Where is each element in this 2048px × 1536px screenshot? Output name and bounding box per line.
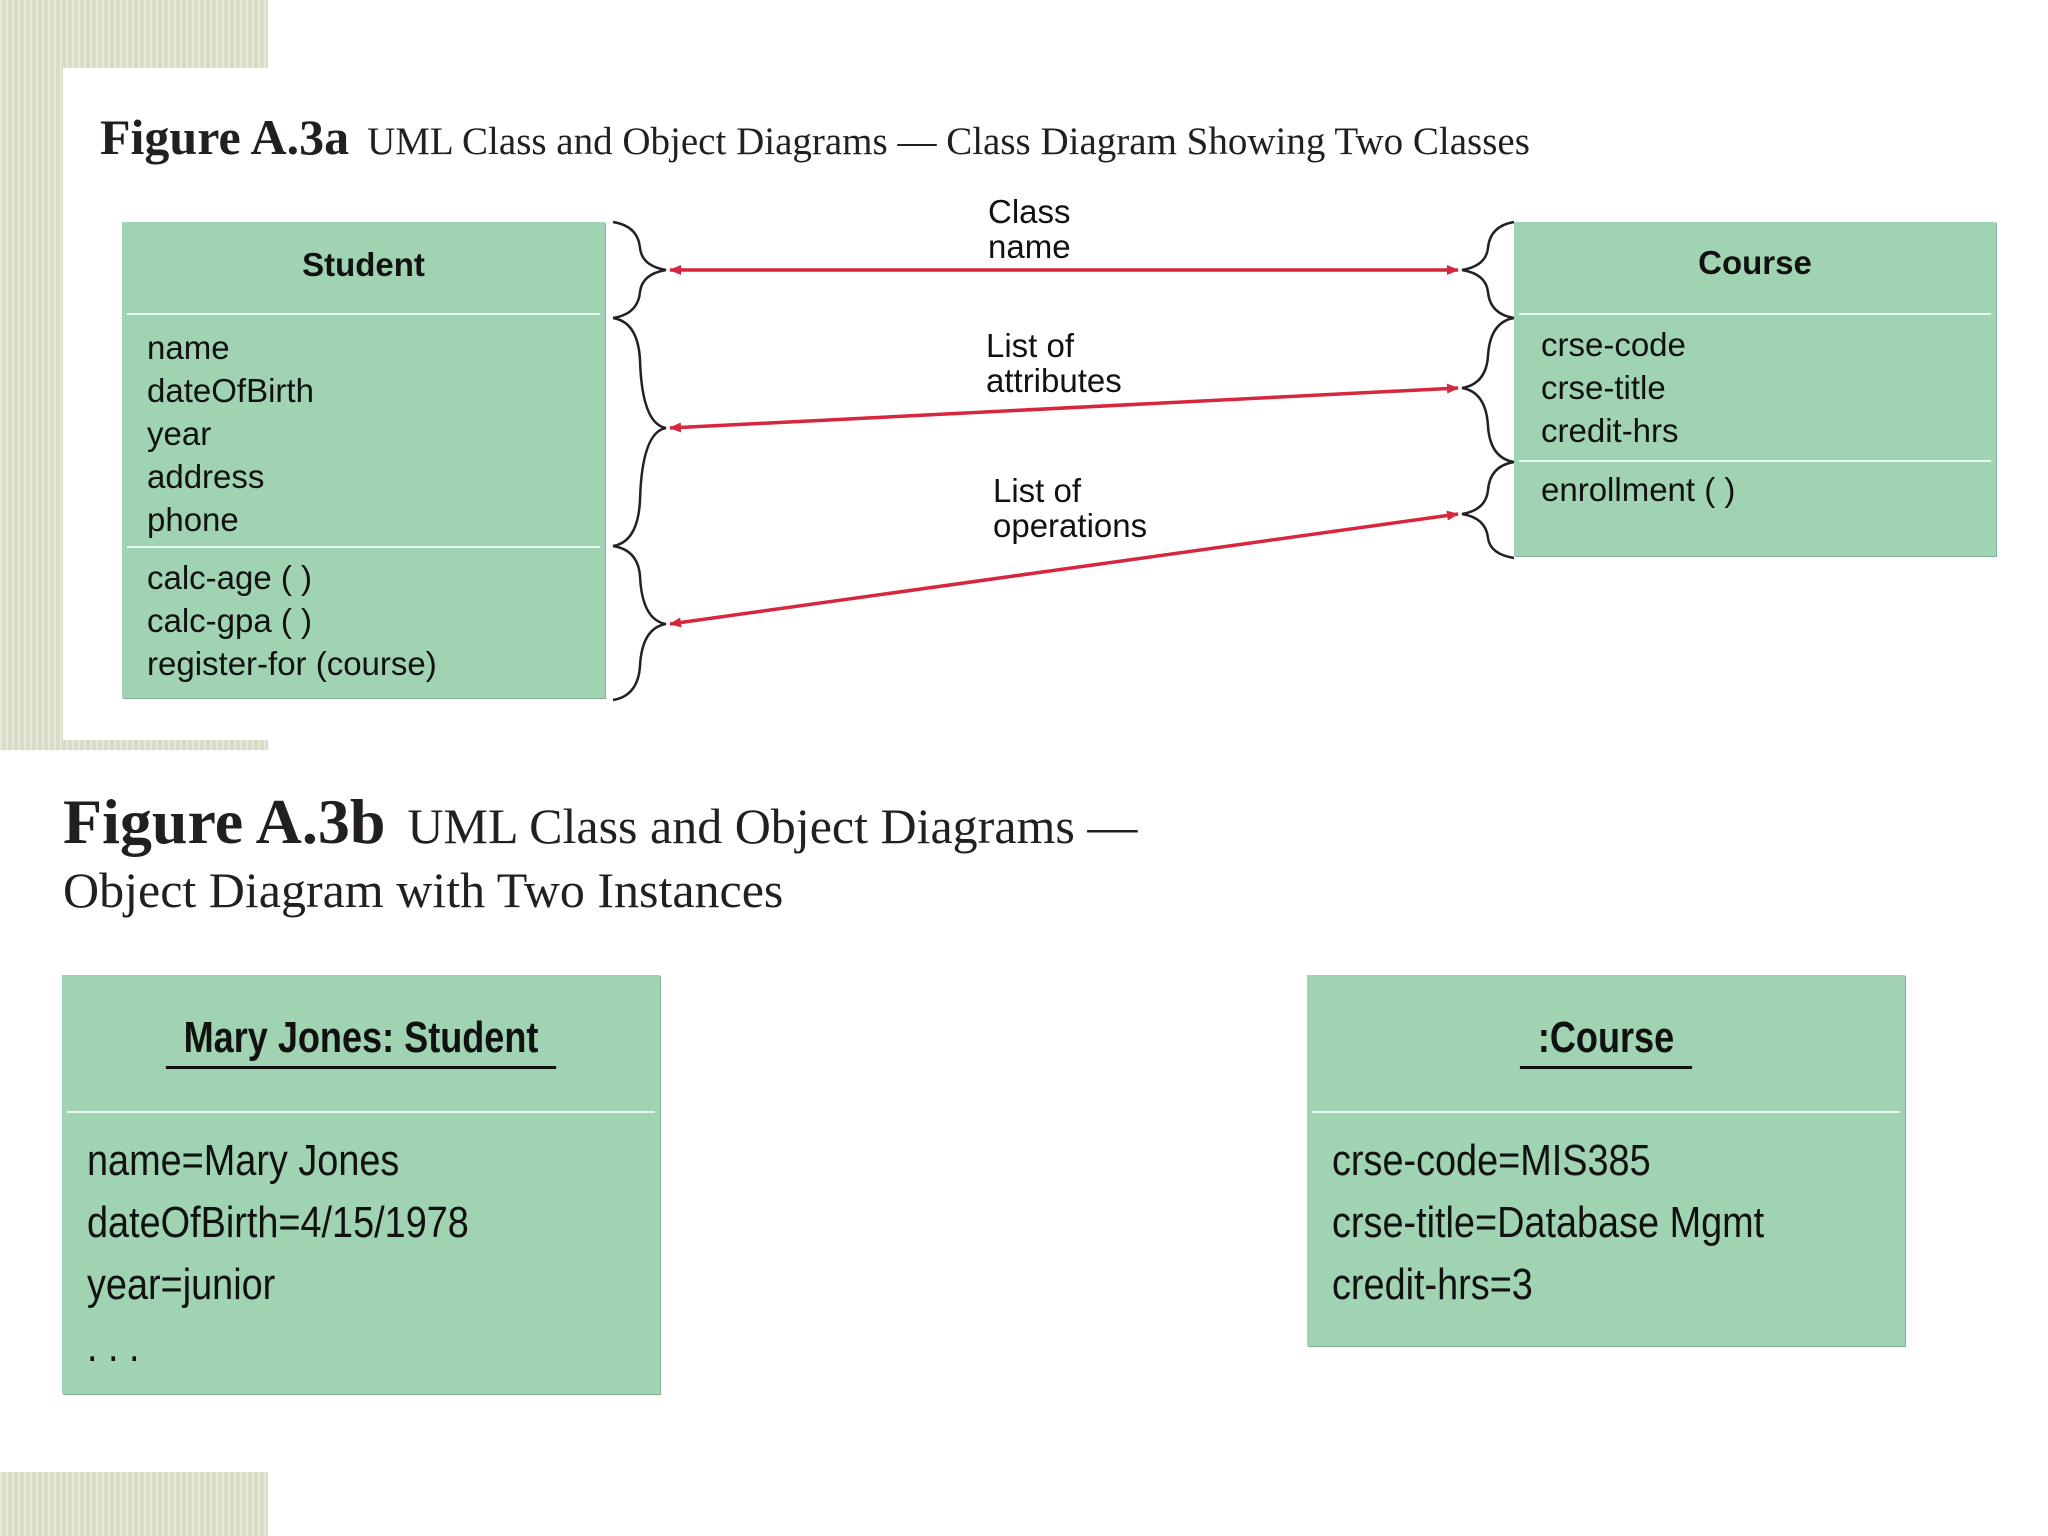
figure-b-caption-line2: Object Diagram with Two Instances (63, 862, 784, 918)
figure-b-number: Figure A.3b (63, 786, 386, 857)
course-object-name: :Course (1361, 1013, 1851, 1069)
course-object-value: crse-title=Database Mgmt (1332, 1198, 1765, 1247)
course-object-name-text: :Course (1519, 1013, 1693, 1069)
attributes-arrow (669, 383, 1459, 433)
course-attributes-divider (1519, 460, 1991, 462)
operations-arrow (669, 510, 1459, 628)
left-stripe-top (0, 0, 268, 68)
figure-a-caption: UML Class and Object Diagrams — Class Di… (367, 120, 1530, 163)
student-object-divider (67, 1111, 655, 1113)
student-attribute-list: name dateOfBirth year address phone (147, 326, 314, 541)
student-name-divider (127, 313, 600, 315)
arrows (669, 265, 1459, 628)
student-attribute: phone (147, 501, 239, 538)
class-name-label-line: name (988, 228, 1071, 265)
course-object-value: crse-code=MIS385 (1332, 1136, 1651, 1185)
student-operation: calc-age ( ) (147, 559, 313, 596)
student-attribute: name (147, 329, 230, 366)
course-object-values: crse-code=MIS385 crse-title=Database Mgm… (1332, 1130, 1764, 1316)
class-name-label: Class name (988, 194, 1071, 264)
student-class-box: Student name dateOfBirth year address ph… (122, 222, 605, 698)
figure-a-number: Figure A.3a (100, 109, 350, 165)
class-name-label-line: Class (988, 193, 1071, 230)
course-class-name: Course (1698, 244, 1812, 281)
course-object-value: credit-hrs=3 (1332, 1260, 1533, 1309)
course-attribute: crse-title (1541, 369, 1666, 406)
student-object-value: . . . (87, 1322, 140, 1371)
figure-a-title: Figure A.3a UML Class and Object Diagrams… (100, 108, 1530, 166)
student-object-box: Mary Jones: Student name=Mary Jones date… (62, 975, 660, 1394)
student-object-name: Mary Jones: Student (116, 1013, 606, 1069)
course-attribute: credit-hrs (1541, 412, 1679, 449)
student-object-name-text: Mary Jones: Student (165, 1013, 557, 1069)
student-object-value: name=Mary Jones (87, 1136, 400, 1185)
student-operation: register-for (course) (147, 645, 437, 682)
operations-label-line: List of (993, 472, 1082, 509)
course-object-box: :Course crse-code=MIS385 crse-title=Data… (1307, 975, 1905, 1346)
student-object-values: name=Mary Jones dateOfBirth=4/15/1978 ye… (87, 1130, 469, 1378)
student-operation-list: calc-age ( ) calc-gpa ( ) register-for (… (147, 556, 437, 685)
student-attributes-divider (127, 546, 600, 548)
course-braces (1461, 220, 1515, 560)
student-attribute: dateOfBirth (147, 372, 314, 409)
student-object-value: dateOfBirth=4/15/1978 (87, 1198, 469, 1247)
left-stripe-footer (0, 1472, 268, 1536)
course-operation-list: enrollment ( ) (1541, 468, 1735, 511)
course-class-box: Course crse-code crse-title credit-hrs e… (1514, 222, 1996, 556)
student-braces (612, 220, 667, 702)
course-name-divider (1519, 313, 1991, 315)
figure-b-caption-line1: UML Class and Object Diagrams — (407, 798, 1138, 854)
attributes-label-line: List of (986, 327, 1075, 364)
course-attribute-list: crse-code crse-title credit-hrs (1541, 323, 1686, 452)
student-class-name: Student (302, 246, 425, 283)
course-attribute: crse-code (1541, 326, 1686, 363)
student-attribute: address (147, 458, 265, 495)
course-operation: enrollment ( ) (1541, 471, 1736, 508)
student-attribute: year (147, 415, 212, 452)
course-object-divider (1312, 1111, 1900, 1113)
student-object-value: year=junior (87, 1260, 276, 1309)
left-stripe-mid (0, 68, 63, 740)
left-stripe-bottom (0, 740, 268, 750)
student-operation: calc-gpa ( ) (147, 602, 313, 639)
